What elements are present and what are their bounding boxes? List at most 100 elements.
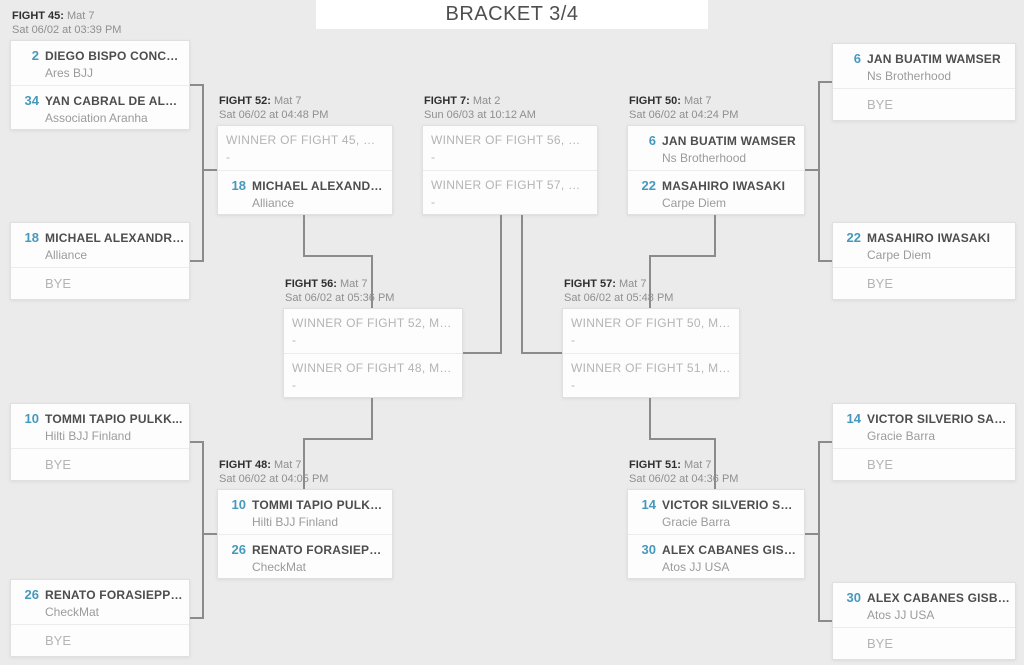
competitor-row[interactable]: 34 YAN CABRAL DE ALME...Association Aran… xyxy=(11,85,189,129)
competitor-row[interactable]: 18 MICHAEL ALEXANDRE...Alliance xyxy=(11,223,189,267)
competitor-team: Atos JJ USA xyxy=(662,560,730,574)
competitor-name: MICHAEL ALEXANDRE... xyxy=(252,179,388,193)
fight-mat: Mat 7 xyxy=(273,95,302,107)
fight-schedule: Sat 06/02 at 05:48 PM xyxy=(564,292,674,304)
fight-number: FIGHT 48: xyxy=(219,459,271,471)
competitor-row[interactable]: 14 VICTOR SILVERIO SAN... Gracie Barra xyxy=(628,490,804,534)
match-box-fight-7-final: FIGHT 7:Mat 2 Sun 06/03 at 10:12 AM WINN… xyxy=(422,95,598,215)
bye-label: BYE xyxy=(45,457,72,472)
competitor-seed: 26 xyxy=(24,587,39,602)
competitor-seed: 10 xyxy=(231,497,246,512)
winner-placeholder-row: WINNER OF FIGHT 51, MAT 7 - xyxy=(563,353,739,397)
fight-number: FIGHT 57: xyxy=(564,278,616,290)
match-card: WINNER OF FIGHT 52, MAT 7 - WINNER OF FI… xyxy=(283,308,463,398)
competitor-row[interactable]: 18 MICHAEL ALEXANDRE...Alliance xyxy=(218,170,392,214)
fight-schedule: Sat 06/02 at 04:24 PM xyxy=(629,109,739,121)
competitor-row[interactable]: 14 VICTOR SILVERIO SAN...Gracie Barra xyxy=(833,404,1015,448)
bracket-connector-line xyxy=(303,438,305,489)
competitor-seed: 6 xyxy=(648,133,656,148)
competitor-row[interactable]: 2 DIEGO BISPO CONCEI... Ares BJJ xyxy=(11,41,189,85)
match-card: 14 VICTOR SILVERIO SAN...Gracie Barra BY… xyxy=(832,403,1016,481)
winner-placeholder-row: WINNER OF FIGHT 52, MAT 7 - xyxy=(284,309,462,353)
fight-schedule: Sat 06/02 at 03:39 PM xyxy=(12,24,122,36)
fight-schedule: Sat 06/02 at 04:36 PM xyxy=(629,473,739,485)
match-box-fight-57: FIGHT 57:Mat 7 Sat 06/02 at 05:48 PM WIN… xyxy=(562,278,740,398)
bracket-connector-line xyxy=(190,260,204,262)
competitor-team: Ares BJJ xyxy=(45,66,94,80)
match-label: FIGHT 45:Mat 7 Sat 06/02 at 03:39 PM xyxy=(10,10,190,40)
fight-mat: Mat 7 xyxy=(339,278,368,290)
match-card: 10 TOMMI TAPIO PULKK...Hilti BJJ Finland… xyxy=(10,403,190,481)
bracket-connector-line xyxy=(714,438,716,489)
competitor-name: RENATO FORASIEPPI ... xyxy=(252,543,388,557)
winner-placeholder-row: WINNER OF FIGHT 57, MAT 7 - xyxy=(423,170,597,214)
bye-entry-box: 26 RENATO FORASIEPPI ...CheckMat BYE xyxy=(10,579,190,657)
bracket-connector-line xyxy=(202,441,204,619)
bye-entry-box: 10 TOMMI TAPIO PULKK...Hilti BJJ Finland… xyxy=(10,403,190,481)
competitor-team: Gracie Barra xyxy=(662,515,731,529)
competitor-seed: 2 xyxy=(31,48,39,63)
match-label: FIGHT 51:Mat 7 Sat 06/02 at 04:36 PM xyxy=(627,459,805,489)
competitor-name: DIEGO BISPO CONCEI... xyxy=(45,49,185,63)
competitor-row[interactable]: 10 TOMMI TAPIO PULKK...Hilti BJJ Finland xyxy=(218,490,392,534)
competitor-team: Atos JJ USA xyxy=(867,608,935,622)
fight-number: FIGHT 52: xyxy=(219,95,271,107)
match-label: FIGHT 48:Mat 7 Sat 06/02 at 04:05 PM xyxy=(217,459,393,489)
competitor-row[interactable]: 30 ALEX CABANES GISBE...Atos JJ USA xyxy=(628,534,804,578)
bracket-connector-line xyxy=(819,81,832,83)
competitor-name: RENATO FORASIEPPI ... xyxy=(45,588,185,602)
competitor-seed: 10 xyxy=(24,411,39,426)
competitor-name: VICTOR SILVERIO SAN... xyxy=(867,412,1011,426)
fight-schedule: Sat 06/02 at 04:05 PM xyxy=(219,473,329,485)
competitor-name: ALEX CABANES GISBE... xyxy=(867,591,1011,605)
competitor-row[interactable]: 26 RENATO FORASIEPPI ...CheckMat xyxy=(218,534,392,578)
winner-dash: - xyxy=(571,333,575,347)
winner-text: WINNER OF FIGHT 56, MAT 7 xyxy=(431,133,589,147)
match-card: 10 TOMMI TAPIO PULKK...Hilti BJJ Finland… xyxy=(217,489,393,579)
competitor-team: Ns Brotherhood xyxy=(867,69,952,83)
bracket-connector-line xyxy=(204,533,217,535)
competitor-seed: 22 xyxy=(846,230,861,245)
bye-row: BYE xyxy=(833,88,1015,120)
competitor-team: Alliance xyxy=(45,248,88,262)
bracket-connector-line xyxy=(818,441,820,622)
competitor-name: VICTOR SILVERIO SAN... xyxy=(662,498,800,512)
competitor-row[interactable]: 10 TOMMI TAPIO PULKK...Hilti BJJ Finland xyxy=(11,404,189,448)
bye-entry-box: 18 MICHAEL ALEXANDRE...Alliance BYE xyxy=(10,222,190,300)
match-card: WINNER OF FIGHT 45, MAT 7 - 18 MICHAEL A… xyxy=(217,125,393,215)
bracket-connector-line xyxy=(303,255,373,257)
bracket-connector-line xyxy=(714,215,716,257)
competitor-seed: 18 xyxy=(24,230,39,245)
winner-text: WINNER OF FIGHT 48, MAT 7 xyxy=(292,361,454,375)
competitor-row[interactable]: 26 RENATO FORASIEPPI ...CheckMat xyxy=(11,580,189,624)
bracket-connector-line xyxy=(371,398,373,439)
competitor-seed: 6 xyxy=(853,51,861,66)
fight-number: FIGHT 56: xyxy=(285,278,337,290)
competitor-team: Association Aranha xyxy=(45,111,148,125)
bracket-connector-line xyxy=(463,352,502,354)
winner-dash: - xyxy=(571,378,575,392)
match-box-fight-45: FIGHT 45:Mat 7 Sat 06/02 at 03:39 PM 2 D… xyxy=(10,10,190,130)
bye-label: BYE xyxy=(867,457,894,472)
bracket-connector-line xyxy=(805,169,819,171)
match-card: 18 MICHAEL ALEXANDRE...Alliance BYE xyxy=(10,222,190,300)
winner-text: WINNER OF FIGHT 45, MAT 7 xyxy=(226,133,384,147)
match-box-fight-56: FIGHT 56:Mat 7 Sat 06/02 at 05:36 PM WIN… xyxy=(283,278,463,398)
competitor-row[interactable]: 30 ALEX CABANES GISBE...Atos JJ USA xyxy=(833,583,1015,627)
match-box-fight-48: FIGHT 48:Mat 7 Sat 06/02 at 04:05 PM 10 … xyxy=(217,459,393,579)
fight-schedule: Sat 06/02 at 05:36 PM xyxy=(285,292,395,304)
competitor-team: CheckMat xyxy=(252,560,307,574)
bracket-connector-line xyxy=(371,255,373,308)
competitor-name: MASAHIRO IWASAKI xyxy=(662,179,786,193)
competitor-seed: 14 xyxy=(641,497,656,512)
bracket-connector-line xyxy=(190,84,204,86)
bracket-connector-line xyxy=(649,255,651,308)
bye-entry-box: 30 ALEX CABANES GISBE...Atos JJ USA BYE xyxy=(832,582,1016,660)
